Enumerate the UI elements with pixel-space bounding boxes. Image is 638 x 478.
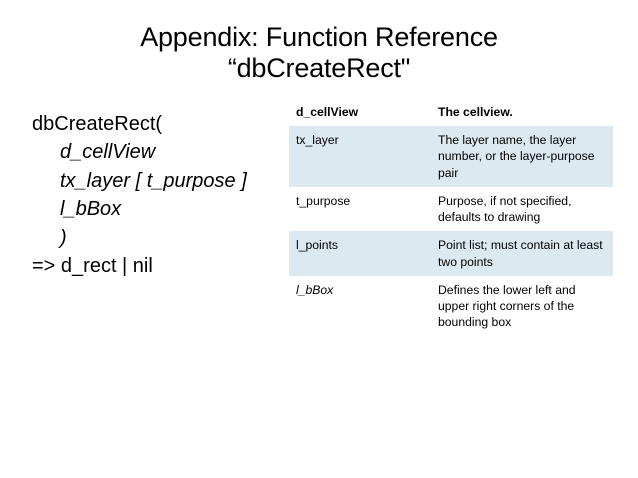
syntax-line: tx_layer [ t_purpose ] [60,169,247,192]
parameter-desc-cell: Point list; must contain at least two po… [431,231,613,276]
syntax-line: l_bBox [60,198,122,221]
title-line-1: Appendix: Function Reference [140,22,498,52]
table-header-row: d_cellView The cellview. [289,98,613,127]
page-title: Appendix: Function Reference “dbCreateRe… [0,22,638,85]
parameter-desc-cell: The layer name, the layer number, or the… [431,126,613,187]
syntax-line: dbCreateRect( [32,113,163,135]
parameter-name-cell: l_bBox [289,275,431,337]
syntax-line: ) [60,226,67,249]
parameter-desc-cell: Defines the lower left and upper right c… [431,275,613,337]
syntax-line: => d_rect | nil [32,254,153,277]
syntax-line: d_cellView [60,141,156,164]
parameter-name-cell: tx_layer [289,126,431,187]
table-header-desc: The cellview. [431,98,613,127]
parameter-name-cell: t_purpose [289,186,431,232]
function-syntax-block: dbCreateRect( d_cellView tx_layer [ t_purp… [32,110,284,280]
parameter-name-cell: l_points [289,231,431,276]
title-line-2: “dbCreateRect" [227,53,411,84]
slide-footer: 2014/4/18 Cadence SKILL PCELL Tutorial ©… [0,437,638,478]
table-header-name: d_cellView [289,98,431,127]
parameter-desc-cell: Purpose, if not specified, defaults to d… [431,186,613,232]
